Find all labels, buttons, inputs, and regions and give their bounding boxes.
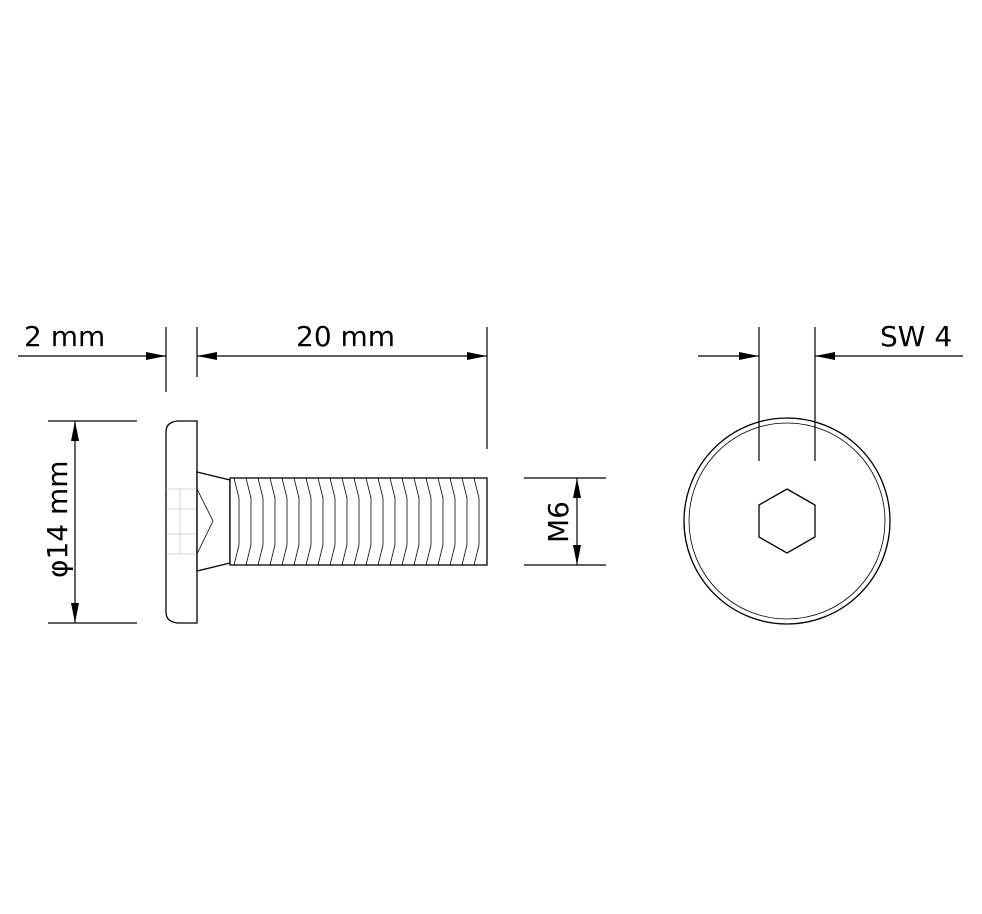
- dim-label-shank-length: 20 mm: [296, 320, 395, 353]
- thread-flank: [389, 477, 396, 499]
- thread-flank: [413, 544, 420, 566]
- screw-head-profile: [165, 420, 198, 624]
- thread-flank: [341, 544, 348, 566]
- thread-flank: [425, 544, 432, 566]
- dimension-hex-socket: SW 4: [698, 320, 963, 360]
- dim-label-head-height: 2 mm: [24, 320, 105, 353]
- dim-label-hex-socket: SW 4: [880, 320, 952, 353]
- thread-flank: [425, 477, 432, 499]
- thread-flank: [341, 477, 348, 499]
- thread-flank: [269, 477, 276, 499]
- thread-flank: [437, 544, 444, 566]
- thread-flank: [377, 544, 384, 566]
- sw-extension-lines: [758, 327, 816, 461]
- dimension-shank-length: 20 mm: [230, 320, 487, 360]
- thread-flank: [473, 544, 480, 566]
- hex-socket: [758, 488, 816, 554]
- thread-flank: [305, 544, 312, 566]
- thread-flank: [281, 544, 288, 566]
- thread-flank: [293, 544, 300, 566]
- thread-flank: [353, 477, 360, 499]
- thread-flank: [353, 544, 360, 566]
- thread-flank: [293, 477, 300, 499]
- extension-lines: [48, 327, 606, 624]
- thread-flank: [413, 477, 420, 499]
- thread-flank: [269, 544, 276, 566]
- thread-flank: [401, 477, 408, 499]
- thread-flank: [473, 477, 480, 499]
- socket-cone-tip: [196, 488, 214, 555]
- thread-flank: [305, 477, 312, 499]
- thread-flank: [257, 544, 264, 566]
- thread-flank: [317, 477, 324, 499]
- thread-flank: [281, 477, 288, 499]
- thread-flank: [317, 544, 324, 566]
- thread-flank: [377, 477, 384, 499]
- thread-flank: [461, 477, 468, 499]
- thread-flank: [329, 477, 336, 499]
- dim-label-thread: M6: [542, 501, 575, 543]
- thread-flank: [365, 477, 372, 499]
- thread-flank: [449, 477, 456, 499]
- front-view: SW 4: [683, 320, 963, 625]
- dimension-head-height: 2 mm: [18, 320, 230, 360]
- thread-flank: [449, 544, 456, 566]
- thread-flank: [365, 544, 372, 566]
- head-inner-circle: [688, 422, 886, 620]
- thread-flank: [329, 544, 336, 566]
- threaded-shank: [229, 477, 488, 566]
- hex-socket-hidden-lines: [166, 488, 197, 555]
- thread-flank: [461, 544, 468, 566]
- side-view: 2 mm 20 mm φ14 mm M6: [18, 320, 606, 624]
- thread-flank: [401, 544, 408, 566]
- thread-flank: [245, 477, 252, 499]
- thread-flank: [437, 477, 444, 499]
- countersunk-cone: [196, 471, 231, 572]
- thread-flank: [245, 544, 252, 566]
- thread-flank: [257, 477, 264, 499]
- thread-flank: [233, 544, 240, 566]
- thread-flank: [233, 477, 240, 499]
- thread-flank: [389, 544, 396, 566]
- dimension-head-diameter: φ14 mm: [41, 421, 79, 623]
- dim-label-head-diameter: φ14 mm: [41, 460, 74, 578]
- dimension-thread: M6: [542, 478, 581, 565]
